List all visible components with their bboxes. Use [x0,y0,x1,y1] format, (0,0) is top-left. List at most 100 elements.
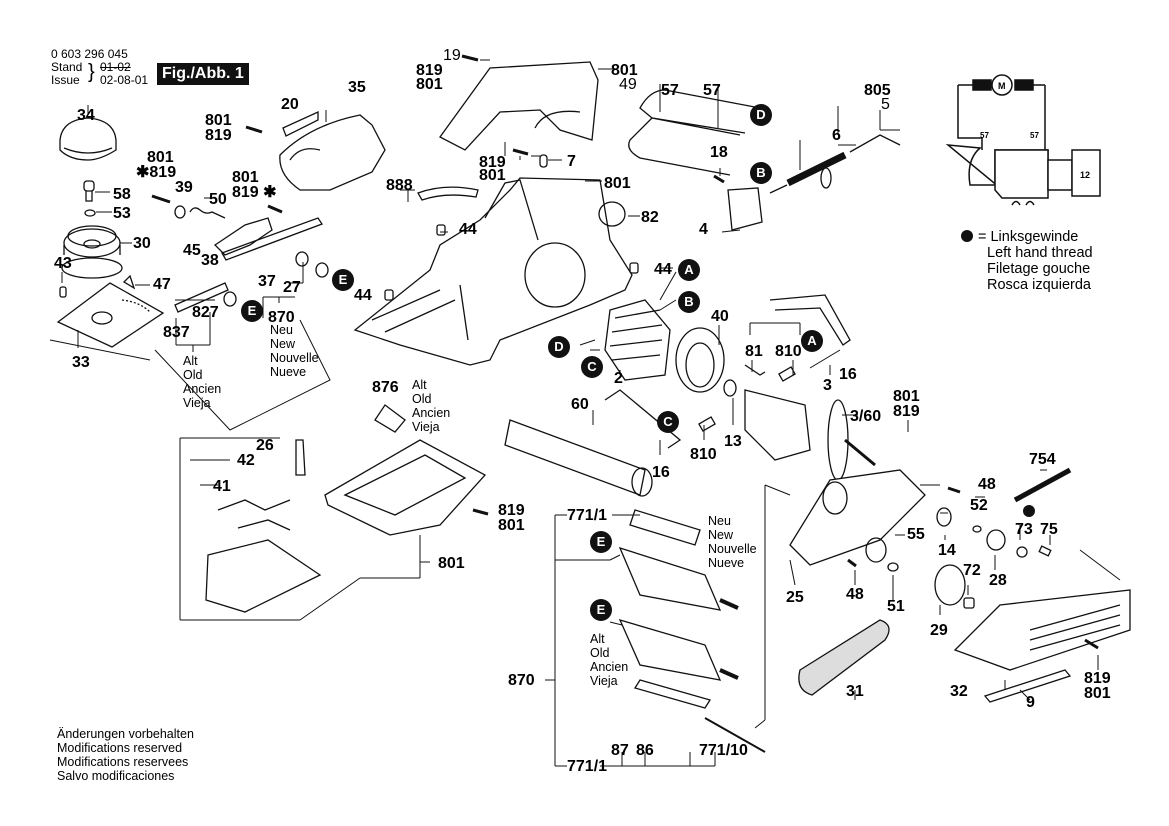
washer-51 [887,562,899,572]
part-label: 45 [183,242,201,259]
variant-text: Nueve [270,365,307,379]
ref-badge-e: E [590,531,612,553]
screw-58 [83,180,95,202]
part-label: 50 [209,191,227,208]
part-label: 819 [479,154,506,171]
variant-text: Nouvelle [708,542,757,556]
tube-60 [504,419,653,497]
part-label: 48 [978,476,996,493]
blade-9 [983,669,1072,703]
base-plate-801 [324,439,487,536]
part-label: 801 [416,76,443,93]
clip-876 [374,404,406,433]
wrench-754 [1013,467,1072,503]
belt-31 [798,619,890,696]
part-label: 801 [604,175,631,192]
screw-18 [713,174,725,184]
pin-75 [1038,545,1052,557]
legend: = Linksgewinde Left hand thread Filetage… [978,229,1093,293]
stand-label: Stand [51,60,83,74]
nut-72 [963,597,975,609]
variant-text: Neu [708,514,731,528]
part-label: 888 [386,177,413,194]
part-label: 87 [611,742,629,759]
legend-line: = Linksgewinde [978,229,1079,245]
part-label: 48 [846,586,864,603]
part-label: 39 [175,179,193,196]
part-label: 870 [508,672,535,689]
part-label: 801 [232,169,259,186]
part-label: 31 [846,683,864,700]
bearing-13 [723,379,737,397]
part-label: 9 [1026,694,1035,711]
clip-81 [744,364,766,376]
switch-label: 12 [1080,170,1091,180]
part-label: 25 [786,589,804,606]
variant-text: Ancien [412,406,451,420]
issue-date: 02-08-01 [100,73,149,87]
washer-53 [84,209,96,217]
ref-badge-e: E [332,269,354,291]
part-label: 801 [479,167,506,184]
part-label: 20 [281,96,299,113]
ref-badge-e: E [241,300,263,322]
part-label: 75 [1040,521,1058,538]
nut-44b [629,262,639,274]
variant-text: Nueve [708,556,745,570]
washer-52 [972,525,982,533]
leader-lines [49,59,1121,767]
screw-801-819-left [151,125,283,214]
part-label: 58 [113,186,131,203]
fan-baffle-40 [675,327,725,393]
part-label: 38 [201,252,219,269]
part-label: 33 [72,354,90,371]
part-label: 30 [133,235,151,252]
bar-37 [221,217,323,261]
screw-19 [461,54,479,62]
foot-801 [205,539,322,613]
screw-819-801-mid [472,508,489,516]
drive-pulley-29 [934,564,966,606]
part-label: 810 [690,446,717,463]
part-label: 4 [699,221,708,238]
figure-label: Fig./Abb. 1 [157,63,249,85]
part-label: 26 [256,437,274,454]
variant-text: Alt [183,354,198,368]
bearing-55 [865,537,887,563]
pin-43 [59,286,67,298]
variant-text: Vieja [183,396,211,410]
clip-42-41 [217,499,291,531]
part-label: 801 [205,112,232,129]
variant-text: Old [183,368,203,382]
part-label: 16 [839,366,857,383]
spring-45 [189,207,226,219]
part-label: 801 [893,388,920,405]
spring-47 [122,274,136,290]
spring-16b [604,389,682,449]
ref-badge-d: D [548,336,570,358]
part-label: 876 [372,379,399,396]
switch-4 [727,187,763,231]
brush-810b [698,416,716,432]
part-label: 827 [192,304,219,321]
part-label: 18 [710,144,728,161]
part-label: 60 [571,396,589,413]
part-label: 44 [459,221,477,238]
footer-line: Modifications reservees [57,755,189,769]
spring-16a [769,294,851,346]
part-label: 41 [213,478,231,495]
old-date: 01-02 [100,60,131,74]
motor-symbol: M [998,81,1006,91]
stator-2 [604,299,671,381]
ref-badge-a: A [678,259,700,281]
part-label: 81 [745,343,763,360]
variant-text: Ancien [590,660,629,674]
footer-line: Modifications reserved [57,741,183,755]
grip-35 [279,114,386,191]
ref-badge-b: B [678,291,700,313]
issue-label: Issue [51,73,80,87]
part-label: 6 [832,127,841,144]
nut-44c [384,289,394,301]
